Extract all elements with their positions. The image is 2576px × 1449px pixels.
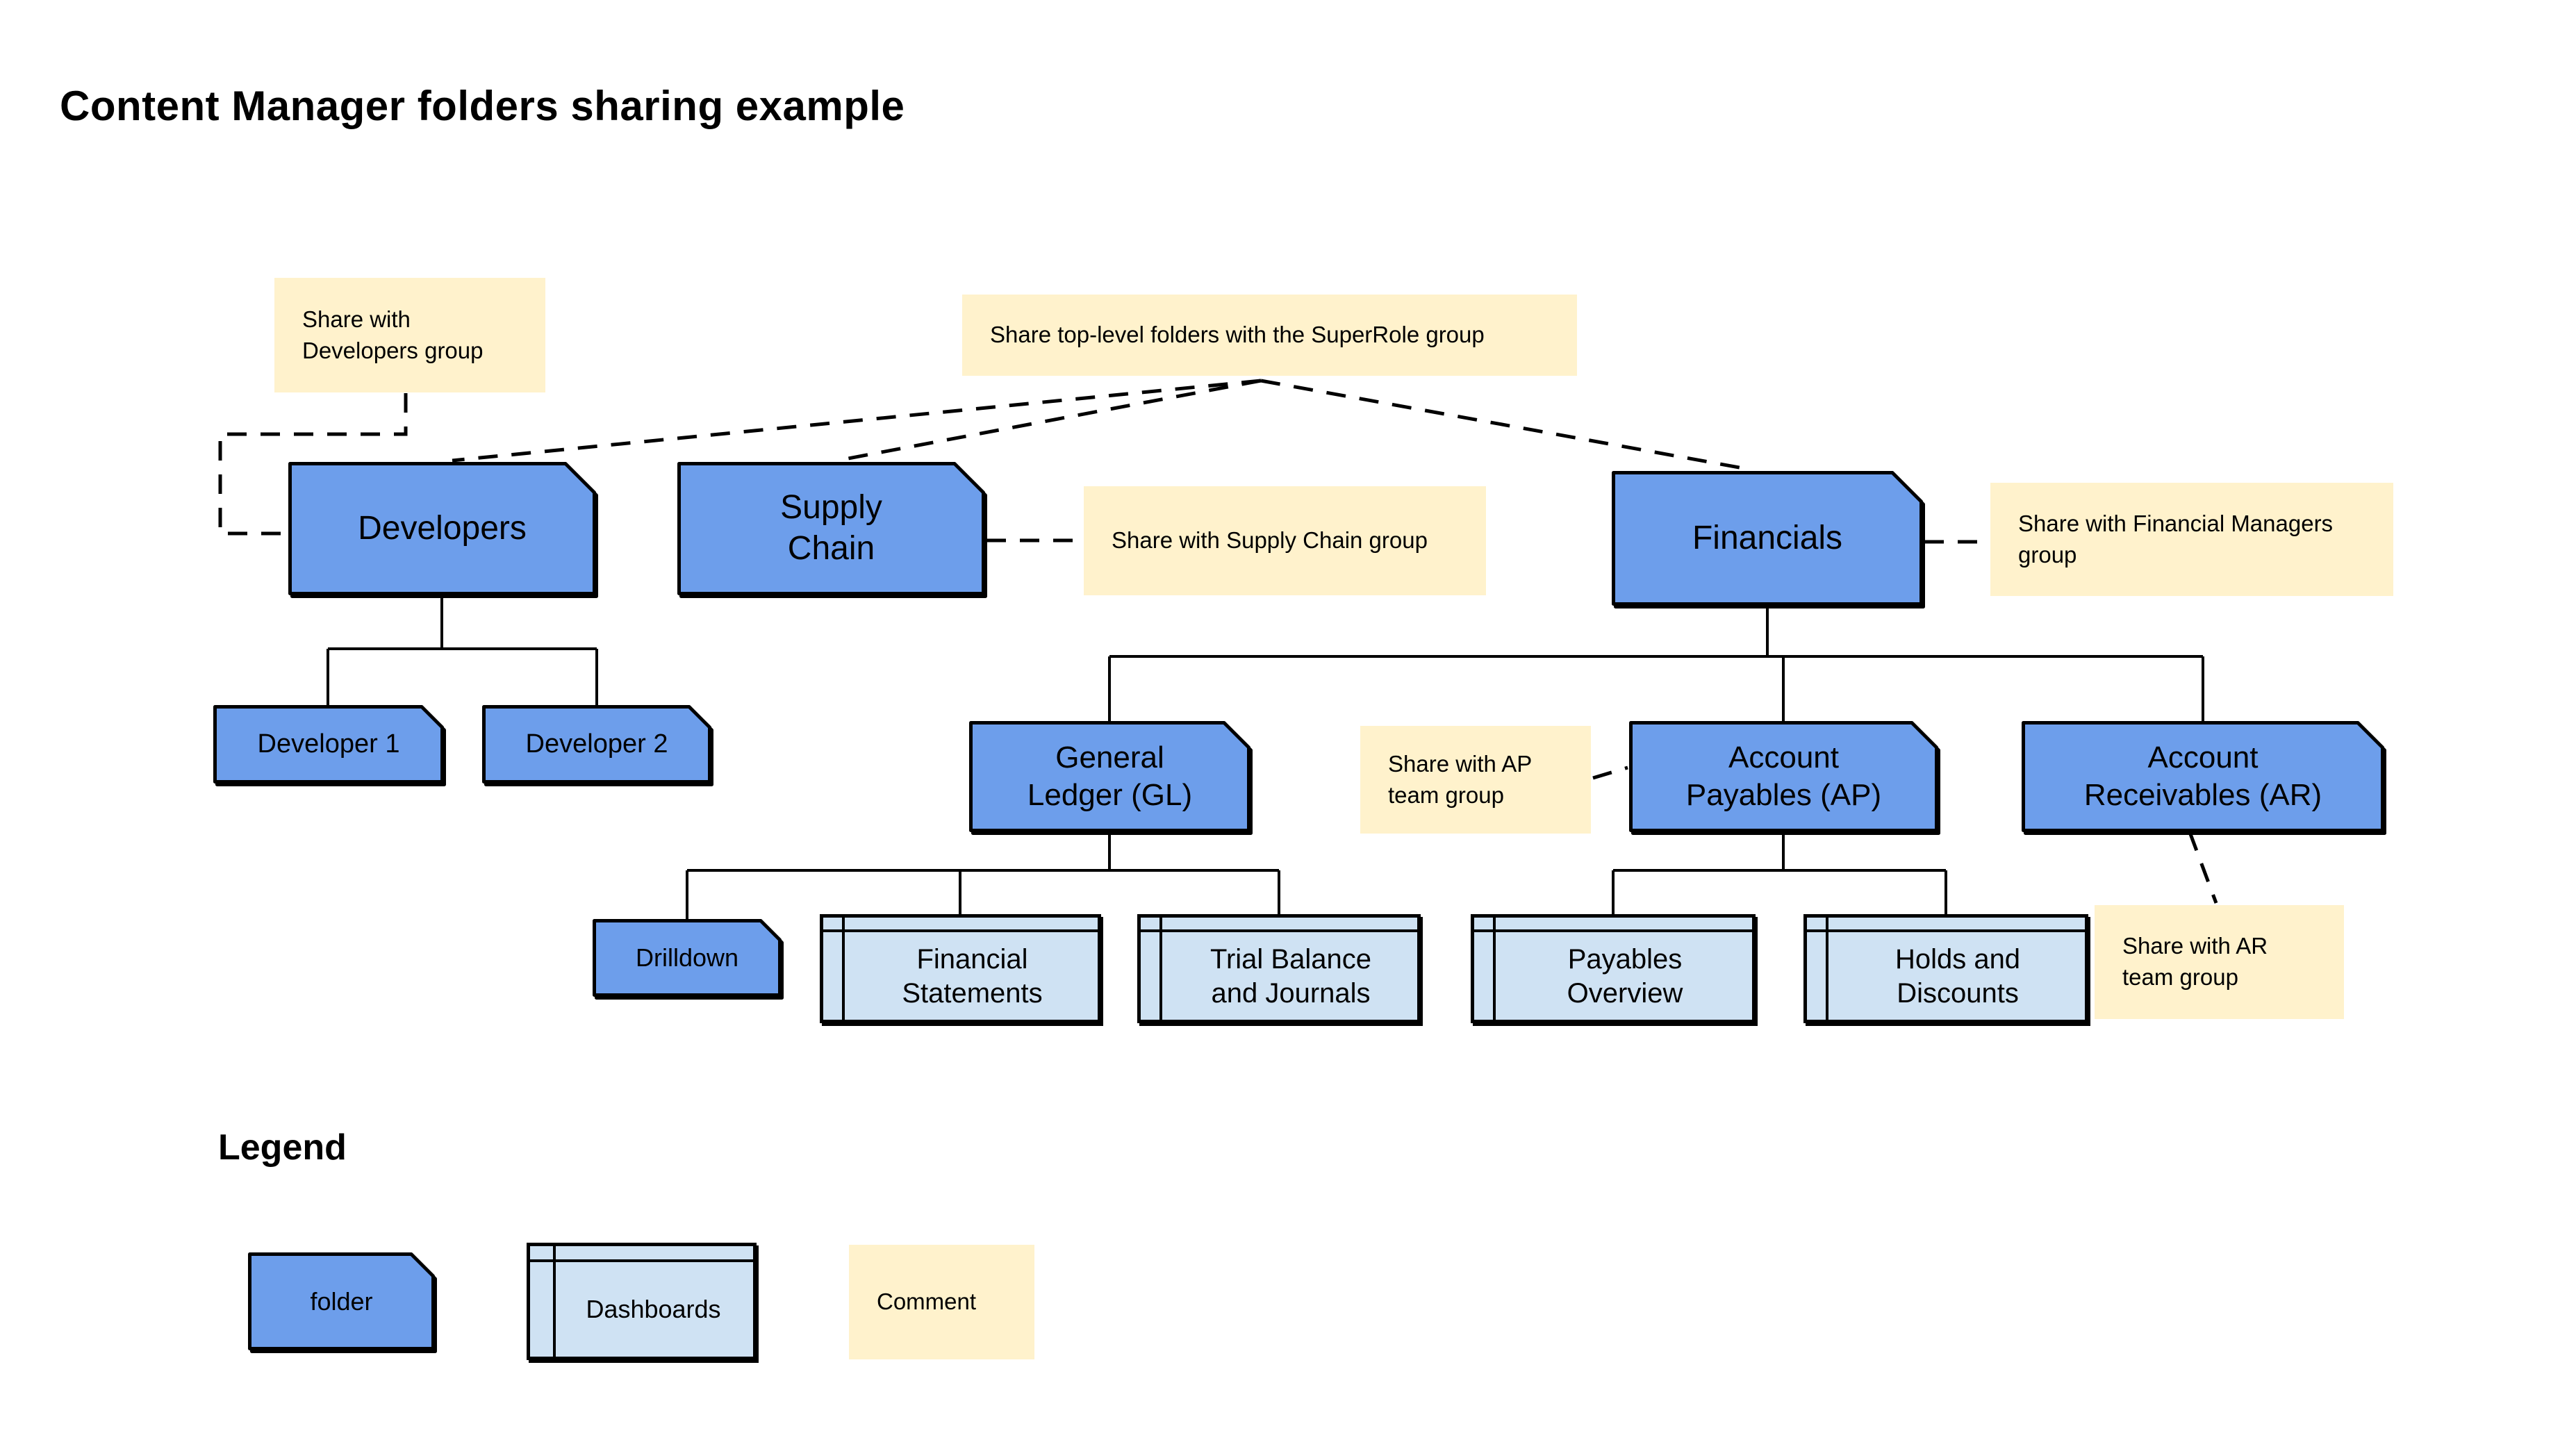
folder-supply-chain-label: Supply Chain (780, 489, 882, 567)
comment-share-supply-chain: Share with Supply Chain group (1084, 486, 1486, 595)
superrole-connector-financials (1260, 379, 1751, 472)
folder-financials-label: Financials (1692, 519, 1843, 556)
legend-comment-swatch: Comment (849, 1245, 1034, 1359)
comment-share-developers-text: Share with Developers group (302, 306, 484, 363)
superrole-connector-developers (452, 379, 1262, 463)
folder-drilldown-label: Drilldown (635, 943, 739, 972)
folder-drilldown: Drilldown (593, 919, 782, 997)
folder-financials-shape (1612, 471, 1923, 606)
dashboard-trial-balance-shape (1137, 914, 1421, 1023)
developers-tree-connector (327, 595, 598, 705)
comment-share-ap-team: Share with AP team group (1360, 726, 1591, 834)
folder-drilldown-shape (593, 919, 782, 997)
legend-folder-shape (248, 1252, 435, 1350)
dashboard-payables-overview: Payables Overview (1471, 914, 1756, 1023)
folder-supply-chain: Supply Chain (677, 462, 985, 595)
financials-tree-connector (1108, 606, 2204, 721)
ap-team-comment-connector (1592, 765, 1628, 780)
folder-developer-1: Developer 1 (213, 705, 444, 784)
dashboard-trial-balance-label: Trial Balance and Journals (1210, 943, 1371, 1009)
folder-developers-label: Developers (358, 509, 527, 547)
folder-general-ledger-shape (969, 721, 1250, 832)
comment-share-ar-team: Share with AR team group (2095, 905, 2344, 1019)
folder-account-receivables-shape (2022, 721, 2384, 832)
folder-financials: Financials (1612, 471, 1923, 606)
comment-share-superrole: Share top-level folders with the SuperRo… (962, 295, 1577, 376)
comment-share-financial-managers: Share with Financial Managers group (1990, 483, 2393, 596)
account-payables-tree-connector (1612, 832, 1947, 914)
comment-share-supply-chain-text: Share with Supply Chain group (1112, 527, 1428, 554)
dashboard-holds-discounts-shape (1803, 914, 2088, 1023)
folder-developers: Developers (288, 462, 596, 595)
comment-share-ap-team-text: Share with AP team group (1388, 750, 1533, 808)
folder-account-payables: Account Payables (AP) (1629, 721, 1938, 832)
legend-dashboards-label: Dashboards (586, 1294, 721, 1323)
folder-account-payables-shape (1629, 721, 1938, 832)
legend-heading: Legend (218, 1127, 347, 1168)
comment-share-developers: Share with Developers group (274, 278, 545, 392)
superrole-connector-supply-chain (836, 379, 1262, 463)
folder-developer-2: Developer 2 (482, 705, 711, 784)
dashboard-financial-statements: Financial Statements (820, 914, 1101, 1023)
comment-share-ar-team-text: Share with AR team group (2122, 933, 2268, 990)
folder-developer-2-label: Developer 2 (525, 729, 668, 759)
dashboard-holds-discounts: Holds and Discounts (1803, 914, 2088, 1023)
folder-supply-chain-shape (677, 462, 985, 595)
folder-account-payables-label: Account Payables (AP) (1685, 740, 1882, 812)
comment-share-financial-managers-text: Share with Financial Managers group (2018, 510, 2334, 568)
legend-dashboards-swatch: Dashboards (527, 1243, 757, 1360)
folder-account-receivables: Account Receivables (AR) (2022, 721, 2384, 832)
folder-developer-1-label: Developer 1 (257, 729, 400, 759)
general-ledger-tree-connector (686, 832, 1280, 919)
folder-developer-2-shape (482, 705, 711, 784)
developers-comment-connector (218, 393, 408, 536)
comment-share-superrole-text: Share top-level folders with the SuperRo… (990, 322, 1485, 348)
legend-dashboards-shape (527, 1243, 757, 1360)
folder-developer-1-shape (213, 705, 444, 784)
folder-general-ledger-label: General Ledger (GL) (1027, 740, 1193, 812)
legend-folder-swatch: folder (248, 1252, 435, 1350)
folder-general-ledger: General Ledger (GL) (969, 721, 1250, 832)
ar-team-comment-connector (2188, 831, 2218, 904)
legend-comment-label: Comment (877, 1289, 977, 1315)
dashboard-payables-overview-label: Payables Overview (1567, 943, 1683, 1009)
folder-developers-shape (288, 462, 596, 595)
page-title: Content Manager folders sharing example (60, 83, 905, 129)
dashboard-trial-balance: Trial Balance and Journals (1137, 914, 1421, 1023)
dashboard-financial-statements-label: Financial Statements (902, 943, 1043, 1009)
folder-account-receivables-label: Account Receivables (AR) (2083, 740, 2322, 812)
dashboard-financial-statements-shape (820, 914, 1101, 1023)
dashboard-payables-overview-shape (1471, 914, 1756, 1023)
legend-folder-label: folder (310, 1286, 373, 1316)
dashboard-holds-discounts-label: Holds and Discounts (1894, 943, 2021, 1009)
